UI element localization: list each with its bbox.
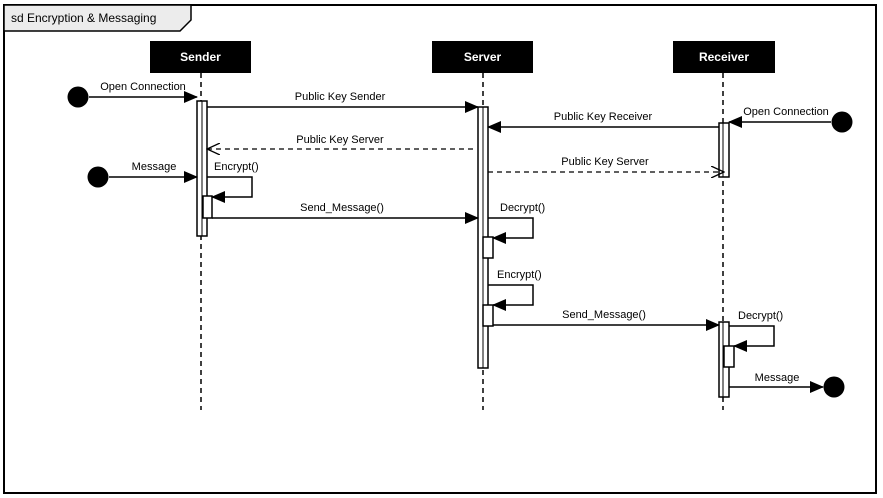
activation-sender-encrypt [202,195,213,219]
message-label-encrypt-server: Encrypt() [497,269,542,281]
message-encrypt-sender[interactable] [207,176,253,203]
message-decrypt-server[interactable] [488,217,534,244]
message-label-encrypt-sender: Encrypt() [214,161,259,173]
message-label-public-key-sender: Public Key Sender [295,91,386,103]
message-label-public-key-server-to-receiver: Public Key Server [561,156,649,168]
message-label-public-key-receiver: Public Key Receiver [554,111,653,123]
activation-receiver-decrypt [723,345,735,368]
activation-server-encrypt [482,304,494,327]
message-label-open-connection-sender: Open Connection [100,81,186,93]
message-label-message-in: Message [132,161,177,173]
message-encrypt-server[interactable] [488,284,534,311]
activation-receiver-key [718,122,730,178]
lifeline-name-server: Server [464,50,502,64]
activation-server-decrypt [482,236,494,259]
message-label-send-message-to-receiver: Send_Message() [562,309,646,321]
message-label-public-key-server-to-sender: Public Key Server [296,134,384,146]
message-label-open-connection-receiver: Open Connection [743,106,829,118]
lifeline-head-sender[interactable] [150,41,251,73]
lifeline-name-receiver: Receiver [699,50,749,64]
message-label-decrypt-receiver: Decrypt() [738,310,783,322]
message-decrypt-receiver[interactable] [729,325,775,352]
lifeline-name-sender: Sender [180,50,221,64]
found-message-dot-open-connection-sender [67,86,89,108]
message-label-message-out: Message [755,372,800,384]
diagram-frame [3,4,877,494]
message-label-decrypt-server: Decrypt() [500,202,545,214]
lifeline-head-receiver[interactable] [673,41,775,73]
frame-title-tab [3,4,192,32]
lifeline-head-server[interactable] [432,41,533,73]
found-message-dot-message [87,166,109,188]
lost-message-dot-message [823,376,845,398]
found-message-dot-open-connection-receiver [831,111,853,133]
frame-title: sd Encryption & Messaging [11,11,156,25]
message-label-send-message-to-server: Send_Message() [300,202,384,214]
